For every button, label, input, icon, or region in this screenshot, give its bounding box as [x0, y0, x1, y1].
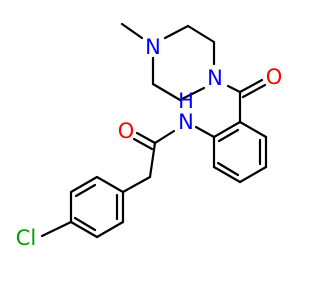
bond-amide-co-b [132, 137, 154, 151]
atom-h-amide: H [178, 89, 194, 113]
bond-ch2-ring [121, 175, 152, 194]
bond-methyl [120, 22, 144, 40]
atom-o-amide: O [118, 119, 135, 143]
bond-cp-3b [73, 216, 97, 232]
atom-n-methyl: N [145, 35, 161, 59]
bond-cp-5b [74, 183, 97, 198]
bond-c-ch2 [148, 141, 157, 179]
bond-cp-6 [95, 175, 125, 194]
bond-amide-co-a [135, 131, 157, 145]
bond-pip-5 [151, 82, 182, 102]
bond-nh-c [153, 129, 176, 145]
bond-c-cl [40, 220, 73, 238]
atom-n-amide: N [178, 110, 194, 134]
bond-pip-4 [178, 86, 206, 102]
bond-cp-2 [95, 220, 125, 239]
bond-pip-1 [163, 24, 190, 40]
bond-n2-c [226, 84, 242, 94]
atom-cl: Cl [16, 226, 37, 250]
atom-n-amide-pip: N [207, 66, 223, 90]
bond-benz-4b [216, 161, 240, 177]
atom-o-ketone: O [266, 65, 283, 89]
bond-benz-6b [217, 128, 240, 143]
bond-cp-5 [69, 175, 99, 194]
bond-cp-3 [69, 220, 99, 239]
bond-pip-2 [186, 24, 216, 44]
molecule-diagram: N N O N H O Cl [16, 22, 283, 250]
bond-benz-4 [212, 165, 242, 184]
bond-ring-nh [194, 125, 216, 139]
bond-co-ketone-a [238, 78, 264, 94]
bond-benz-3 [238, 165, 268, 184]
bond-benz-1 [238, 120, 268, 139]
molecule-structure: N N O N H O Cl [16, 22, 283, 250]
bond-benz-6 [212, 120, 242, 139]
bond-co-ketone-b [241, 83, 267, 99]
